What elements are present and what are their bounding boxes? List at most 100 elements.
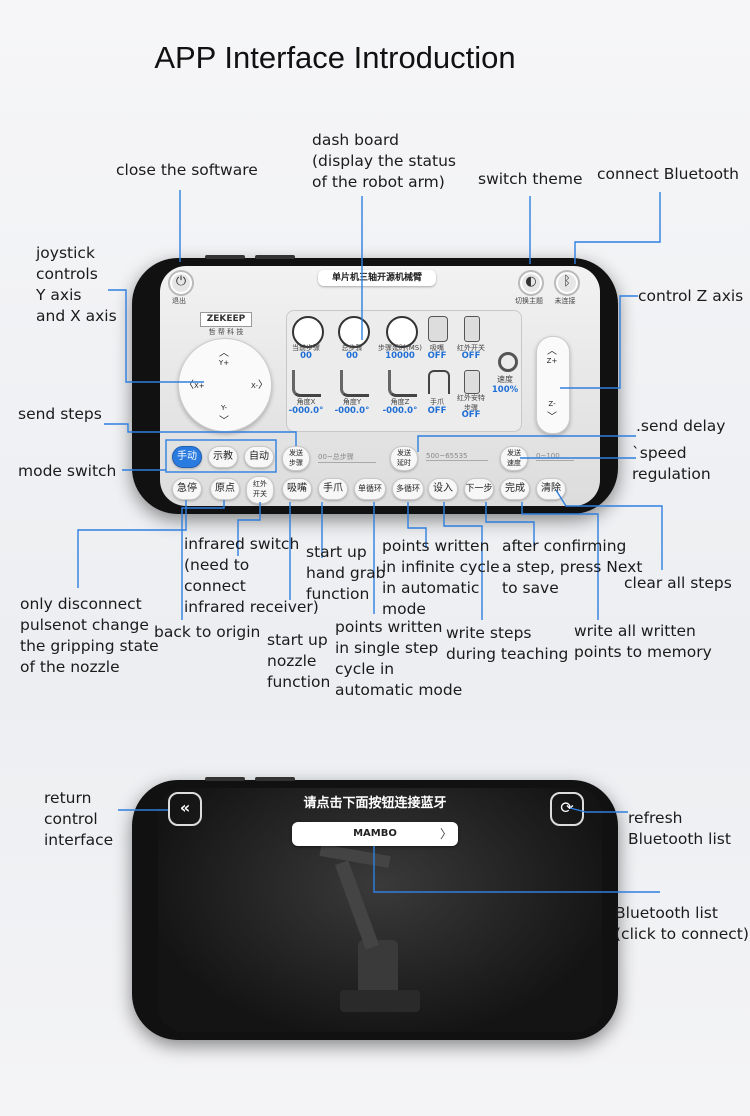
joystick-right[interactable]: X-〉	[244, 376, 268, 391]
exit-label: 退出	[172, 297, 186, 305]
switch-theme-button[interactable]: ◐	[518, 270, 544, 296]
joystick-up[interactable]: ︿ Y+	[214, 344, 234, 367]
callout-after-confirming: after confirming a step, press Next to s…	[502, 537, 643, 597]
steps-input[interactable]: 00~总步骤	[318, 452, 376, 463]
y-plus-label: Y+	[218, 359, 230, 367]
connect-bluetooth-button[interactable]: ᛒ	[554, 270, 580, 296]
arm-z-icon	[388, 370, 417, 397]
z-up-button[interactable]: ︿ Z+	[538, 342, 566, 365]
y-minus-label: Y-	[221, 404, 227, 412]
back-button[interactable]: «	[168, 792, 202, 826]
brand-logo: ZEKEEP	[200, 312, 252, 327]
power-icon: ⏻	[175, 274, 187, 289]
callout-refresh-list: refresh Bluetooth list	[628, 809, 731, 848]
dash-value-angle-y: -000.0°	[334, 406, 370, 416]
callout-dash-board: dash board (display the status of the ro…	[312, 131, 457, 191]
callout-switch-theme: switch theme	[478, 170, 583, 188]
dash-value-step-delay: 10000	[385, 351, 415, 361]
chevron-right-icon: 〉	[439, 827, 452, 841]
callout-speed-regulation: `speed regulation	[632, 444, 711, 483]
speed-input[interactable]: 0~100	[536, 452, 574, 461]
mode-manual-button[interactable]: 手动	[172, 446, 202, 468]
chevron-down-icon: ﹀	[219, 416, 229, 427]
dash-label-infrared: 红外开关	[457, 344, 485, 352]
callout-bt-list: Bluetooth list (click to connect)	[615, 904, 749, 943]
nozzle-icon	[428, 316, 448, 342]
device-name: MAMBO	[353, 828, 397, 839]
dash-label-nozzle: 吸嘴	[430, 344, 444, 352]
joystick-down[interactable]: Y- ﹀	[214, 404, 234, 427]
robot-arm-image	[300, 840, 440, 1020]
phone-side-button	[255, 777, 295, 781]
dash-label-current-step: 当前步骤	[292, 344, 320, 352]
gripper-button[interactable]: 手爪	[318, 478, 348, 500]
z-down-button[interactable]: Z- ﹀	[538, 400, 566, 423]
dash-value-angle-x: -000.0°	[288, 406, 324, 416]
gripper-icon	[428, 370, 450, 394]
dash-label-step-delay: 步骤延时(MS)	[378, 344, 422, 352]
dash-value-infrared: OFF	[461, 351, 481, 361]
callout-close-software: close the software	[116, 161, 258, 179]
send-steps-button[interactable]: 发送 步骤	[282, 446, 310, 471]
dash-label-angle-x: 角度X	[296, 398, 316, 406]
palette-icon: ◐	[525, 274, 537, 289]
mode-auto-button[interactable]: 自动	[244, 446, 274, 468]
infrared-step-icon	[464, 370, 480, 394]
single-cycle-button[interactable]: 单循环	[354, 478, 386, 500]
callout-clear-all: clear all steps	[624, 574, 732, 592]
delay-input[interactable]: 500~65535	[426, 452, 488, 461]
page-title: APP Interface Introduction	[154, 40, 516, 75]
close-software-button[interactable]: ⏻	[168, 270, 194, 296]
joystick-left[interactable]: 〈X+	[184, 376, 208, 391]
phone-side-button	[205, 255, 245, 259]
nozzle-button[interactable]: 吸嘴	[282, 478, 312, 500]
bluetooth-status-label: 未连接	[554, 297, 576, 305]
dash-label-angle-y: 角度Y	[342, 398, 362, 406]
arm-y-icon	[340, 370, 369, 397]
mode-teach-button[interactable]: 示教	[208, 446, 238, 468]
multi-cycle-button[interactable]: 多循环	[392, 478, 424, 500]
callout-nozzle: start up nozzle function	[267, 631, 331, 691]
total-steps-gauge-icon	[338, 316, 370, 348]
callout-only-disconnect: only disconnect pulsenot change the grip…	[20, 595, 159, 676]
dash-label-angle-z: 角度Z	[390, 398, 410, 406]
phone-side-button	[255, 255, 295, 259]
send-delay-button[interactable]: 发送 延时	[390, 446, 418, 471]
refresh-button[interactable]: ⟳	[550, 792, 584, 826]
app-header: 单片机三轴开源机械臂	[318, 270, 436, 286]
callout-connect-bluetooth: connect Bluetooth	[597, 165, 739, 183]
callout-write-steps: write steps during teaching	[446, 624, 569, 663]
x-plus-label: X+	[194, 382, 205, 390]
callout-hand-grab: start up hand grab function	[306, 543, 386, 603]
next-step-button[interactable]: 下一步	[464, 478, 494, 500]
bt-header: 请点击下面按钮连接蓝牙	[303, 796, 447, 811]
infrared-switch-button[interactable]: 红外 开关	[246, 476, 274, 504]
chevron-down-icon: ﹀	[547, 412, 557, 423]
send-speed-button[interactable]: 发送 速度	[500, 446, 528, 471]
dash-label-infrared-step: 红外安特 步骤	[457, 394, 485, 412]
bluetooth-device-item[interactable]: MAMBO 〉	[292, 822, 458, 846]
origin-button[interactable]: 原点	[210, 478, 240, 500]
dash-value-infrared-step: OFF	[461, 410, 481, 420]
callout-write-all: write all written points to memory	[574, 622, 712, 661]
z-plus-label: Z+	[546, 357, 558, 365]
step-delay-gauge-icon	[386, 316, 418, 348]
chevron-right-icon: 〉	[258, 380, 268, 391]
current-step-gauge-icon	[292, 316, 324, 348]
callout-joystick: joystick controls Y axis and X axis	[36, 244, 117, 325]
chevron-up-icon: ︿	[547, 346, 557, 357]
chevron-up-icon: ︿	[219, 348, 229, 359]
arm-x-icon	[292, 370, 321, 397]
finish-button[interactable]: 完成	[500, 478, 530, 500]
z-minus-label: Z-	[548, 400, 556, 408]
clear-button[interactable]: 清除	[536, 478, 566, 500]
callout-return-control: return control interface	[44, 789, 114, 849]
speed-value: 100%	[491, 385, 519, 395]
callout-send-delay: .send delay	[636, 417, 726, 435]
dash-label-gripper: 手爪	[430, 398, 444, 406]
emergency-stop-button[interactable]: 急停	[172, 478, 202, 500]
speed-label: 速度	[497, 375, 513, 384]
callout-infinite-cycle: points written in infinite cycle in auto…	[382, 537, 500, 618]
callout-back-origin: back to origin	[154, 623, 261, 641]
write-button[interactable]: 设入	[428, 478, 458, 500]
